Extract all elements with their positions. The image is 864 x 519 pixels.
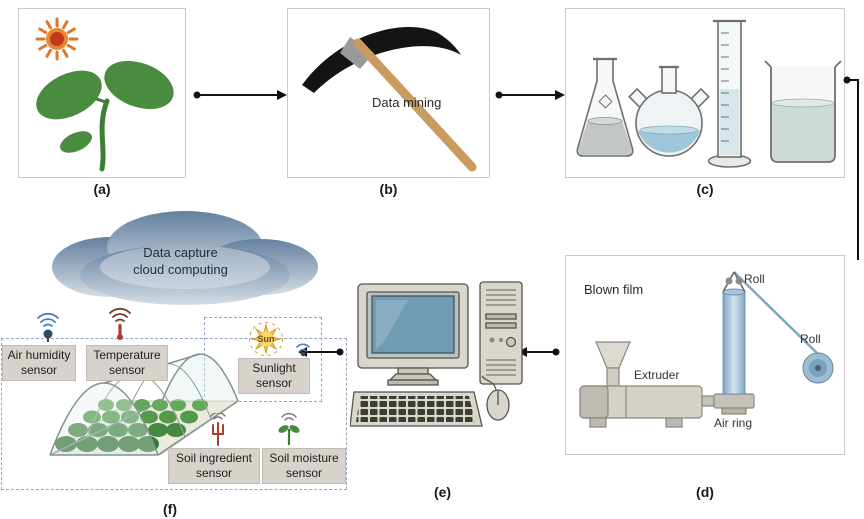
film-web	[733, 271, 819, 355]
seedling	[36, 60, 174, 172]
cloud-icon	[52, 211, 318, 305]
arrow-b-to-c	[495, 90, 565, 100]
sunlight-dashed-box	[204, 317, 322, 402]
air-ring-label: Air ring	[714, 416, 753, 430]
panel-b-label: (b)	[379, 181, 398, 197]
extruder-icon	[579, 341, 715, 428]
graduated-cylinder-icon	[707, 19, 752, 168]
blown-film-machine	[579, 271, 834, 428]
sun-label: Sun	[257, 334, 275, 344]
panel-e-label: (e)	[433, 484, 452, 500]
roll-top-label: Roll	[744, 272, 765, 286]
panel-d-box: Blown film Extruder Air ring Roll Roll	[565, 255, 845, 455]
panel-e	[350, 280, 535, 445]
round-flask-icon	[628, 65, 710, 157]
air-humidity-sensor-label: Air humidity sensor	[2, 345, 76, 381]
wifi-icon	[296, 343, 310, 357]
sensors-dashed-box	[1, 338, 347, 490]
panel-a-label: (a)	[93, 181, 111, 197]
panel-b-box: Data mining	[287, 8, 490, 178]
panel-f-label: (f)	[163, 501, 177, 517]
temperature-sensor-icon	[109, 307, 131, 340]
sunlight-sensor-label: Sunlight sensor	[238, 358, 310, 394]
soil-moisture-sensor-label: Soil moisture sensor	[262, 448, 346, 484]
panel-f: Data capture cloud computing	[0, 205, 352, 505]
mouse-icon	[481, 375, 510, 421]
pickaxe-icon	[302, 27, 477, 172]
temperature-sensor-label: Temperature sensor	[86, 345, 168, 381]
panel-d-label: (d)	[696, 484, 714, 500]
beaker-icon	[764, 60, 842, 163]
air-humidity-sensor-icon	[37, 312, 59, 342]
sun-star-icon	[249, 322, 283, 356]
arrow-a-to-b	[193, 90, 287, 100]
erlenmeyer-flask-icon	[576, 57, 634, 157]
extruder-label: Extruder	[634, 368, 680, 382]
cloud-caption-line2: cloud computing	[133, 261, 228, 277]
computer-icon	[350, 281, 523, 427]
panel-c-label: (c)	[696, 181, 714, 197]
soil-ingredient-sensor-icon	[210, 413, 226, 446]
data-mining-caption: Data mining	[372, 95, 442, 110]
panel-c-box	[565, 8, 845, 178]
roll-side-label: Roll	[800, 332, 821, 346]
roll-wheel-icon	[802, 352, 834, 384]
glassware	[576, 19, 842, 168]
panel-a-box	[18, 8, 186, 178]
air-ring-die	[713, 393, 755, 415]
computer-tower-icon	[479, 281, 523, 385]
blown-film-title: Blown film	[584, 282, 644, 297]
cloud-caption-line1: Data capture	[143, 245, 218, 260]
film-bubble-icon	[722, 271, 746, 395]
seedling-icon	[35, 17, 174, 172]
cloud-caption: Data capture cloud computing	[98, 245, 263, 279]
soil-ingredient-sensor-label: Soil ingredient sensor	[168, 448, 260, 484]
connector-c-to-d	[843, 76, 859, 260]
soil-moisture-sensor-icon	[278, 413, 300, 445]
monitor-icon	[357, 283, 469, 386]
greenhouse-frame	[49, 353, 239, 456]
greenhouse-icon	[48, 353, 240, 456]
sun-icon	[35, 17, 79, 61]
keyboard-icon	[350, 391, 483, 427]
